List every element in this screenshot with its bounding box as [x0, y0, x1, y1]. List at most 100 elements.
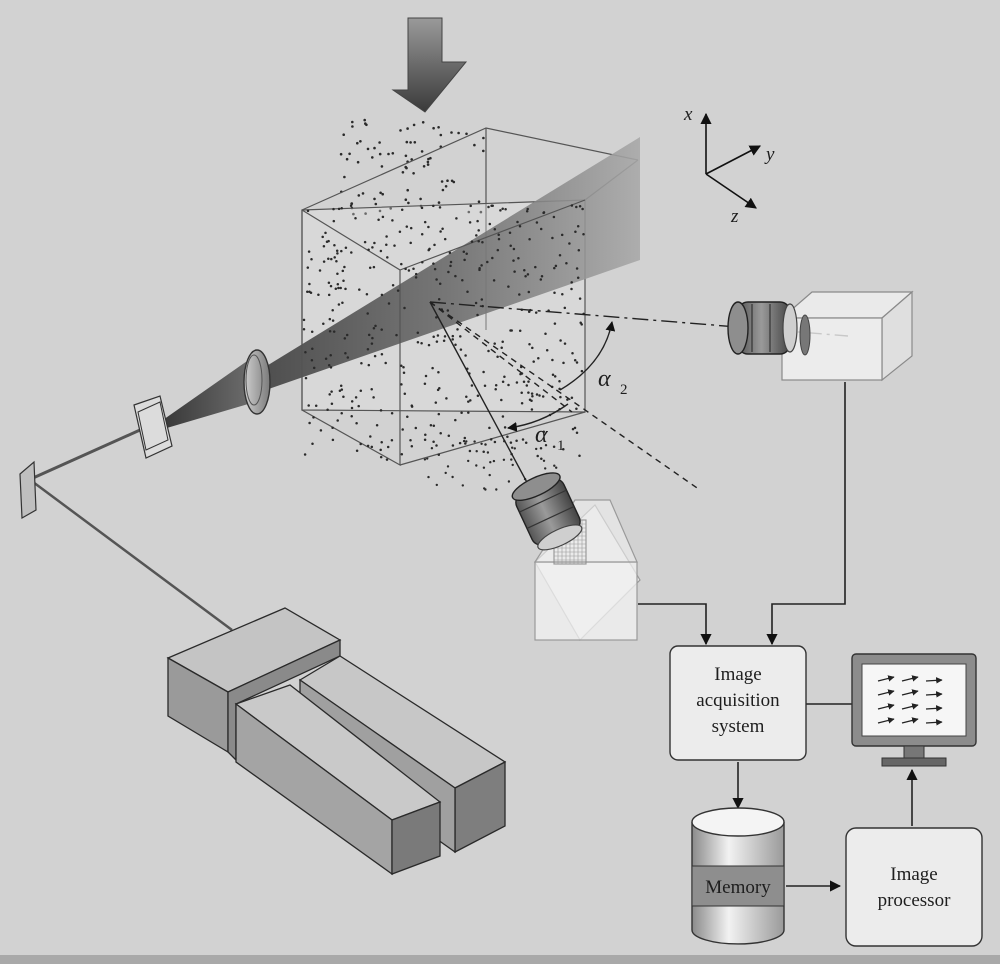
particle [475, 450, 478, 453]
particle [370, 342, 374, 345]
particle [338, 389, 342, 393]
particle [467, 210, 471, 214]
particle [426, 163, 430, 166]
particle [414, 276, 418, 279]
particle [412, 172, 415, 175]
particle [553, 375, 557, 378]
particle [477, 229, 480, 232]
velocity-vector [877, 689, 895, 696]
particle [577, 249, 581, 252]
particle [553, 322, 557, 325]
particle [530, 392, 534, 395]
particle [322, 260, 326, 263]
particle [336, 272, 339, 276]
particle [501, 340, 504, 343]
particle [466, 290, 469, 293]
particle [401, 171, 405, 174]
particle [406, 188, 410, 192]
particle [495, 488, 498, 491]
particle [553, 266, 556, 270]
particle [342, 133, 346, 136]
view-line-1 [429, 301, 573, 413]
particle [302, 318, 306, 322]
particle [568, 242, 571, 245]
particle [489, 438, 493, 441]
particle [449, 260, 453, 264]
particle [322, 244, 326, 248]
particle [306, 266, 310, 269]
particle [575, 267, 579, 270]
particle [304, 351, 307, 354]
particle [372, 326, 376, 330]
particle [308, 282, 311, 286]
particle [459, 335, 462, 338]
cylindrical-lens [133, 395, 173, 459]
particle [470, 240, 474, 243]
particle [521, 438, 525, 441]
particle [497, 233, 500, 236]
particle [488, 426, 491, 430]
particle [373, 354, 377, 358]
camera1-to-acquisition [638, 603, 712, 646]
particle [367, 363, 371, 367]
particle [334, 287, 338, 290]
particle [534, 311, 538, 314]
particle [303, 453, 307, 456]
particle [372, 265, 376, 269]
particle [387, 302, 391, 305]
particle [482, 450, 485, 453]
particle [429, 424, 433, 427]
particle [350, 406, 354, 410]
particle [482, 466, 486, 469]
particle [317, 293, 320, 296]
particle [439, 133, 443, 137]
particle [580, 369, 584, 373]
particle [399, 129, 402, 132]
particle [364, 122, 367, 125]
particle [468, 221, 472, 224]
particle [474, 301, 478, 305]
particle [570, 396, 574, 400]
particle [492, 279, 496, 282]
particle [366, 312, 369, 315]
particle [378, 209, 382, 213]
particle [401, 428, 404, 431]
alpha2-label: α 2 [598, 366, 628, 398]
particle [329, 366, 333, 369]
particle [450, 131, 453, 134]
laser-output-beam [32, 480, 233, 632]
particle [454, 343, 457, 347]
particle [422, 165, 426, 168]
coordinate-axes [700, 112, 761, 209]
particle [527, 310, 531, 314]
particle [346, 356, 350, 359]
particle [424, 433, 427, 437]
particle [552, 445, 556, 448]
particle [427, 248, 430, 252]
particle [448, 251, 452, 254]
particle [359, 140, 362, 143]
particle [554, 264, 558, 268]
particle [570, 204, 574, 207]
velocity-vector-field [877, 675, 943, 726]
particle [367, 333, 371, 337]
particle [470, 384, 474, 387]
particle [432, 126, 435, 130]
particle [381, 215, 385, 219]
particle [457, 131, 460, 135]
velocity-vector [925, 705, 943, 712]
particle [341, 269, 345, 273]
velocity-vector [901, 689, 919, 696]
particle [447, 270, 450, 274]
particle [379, 455, 383, 459]
particle [424, 374, 428, 378]
particle [416, 331, 420, 335]
particle [361, 192, 365, 195]
particle [409, 438, 412, 442]
particle [337, 303, 341, 306]
particle [481, 241, 484, 244]
camera1-axis [429, 301, 531, 489]
particle [516, 220, 519, 224]
particle [502, 458, 506, 461]
particle [435, 444, 438, 447]
